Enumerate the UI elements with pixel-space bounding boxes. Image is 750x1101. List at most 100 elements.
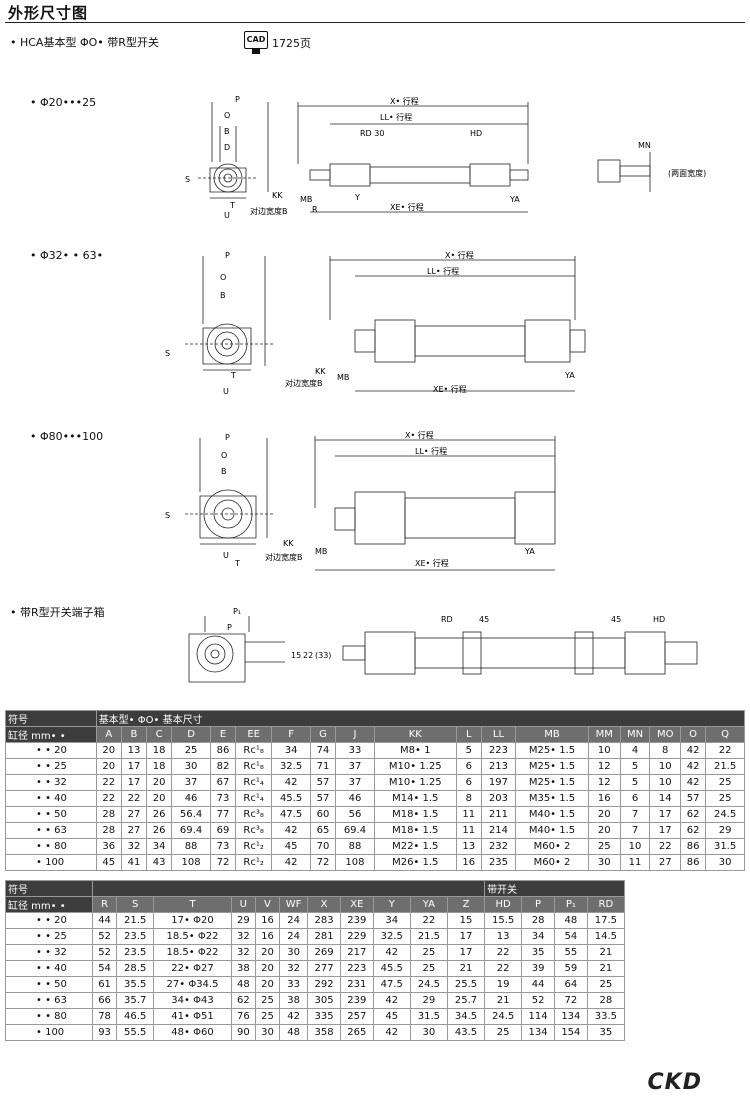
table2-col-header: XE (339, 896, 374, 913)
table-cell: 10 (619, 838, 651, 855)
bore-cell: • 100 (5, 854, 97, 871)
table-cell: 25 (587, 838, 621, 855)
dim-t-2: T (230, 371, 236, 380)
dim-rd-4: RD (441, 615, 453, 624)
dim-u: U (224, 211, 230, 220)
table-cell: M40• 1.5 (515, 822, 589, 839)
table-cell: 65 (309, 822, 337, 839)
bore-cell: • • 50 (5, 976, 93, 993)
table-cell: Rc¹₄ (235, 790, 273, 807)
table-cell: 22 (409, 912, 448, 929)
table-cell: 37 (335, 774, 375, 791)
table-cell: 239 (339, 992, 374, 1009)
dim-mb-2: MB (337, 373, 349, 382)
table1-col-header: L (455, 726, 482, 743)
table1-col-header: LL (480, 726, 517, 743)
table-cell: Rc³₈ (235, 806, 273, 823)
table1-col-header: MO (649, 726, 681, 743)
table-cell: Rc¹₈ (235, 758, 273, 775)
dim-mn: MN (638, 141, 651, 150)
cad-icon[interactable]: CAD (244, 31, 268, 54)
table-cell: 14.5 (586, 928, 626, 945)
table-cell: 16 (587, 790, 621, 807)
table-cell: 6 (455, 774, 482, 791)
table-cell: M8• 1 (373, 742, 457, 759)
table-cell: 4 (619, 742, 651, 759)
dim-x-3: X• 行程 (405, 430, 434, 440)
table-cell: 34 (521, 928, 555, 945)
table-cell: 72 (209, 854, 237, 871)
table-cell: 335 (307, 1008, 341, 1025)
table2-col-header: P₁ (553, 896, 588, 913)
table-cell: 11 (619, 854, 651, 871)
table-cell: 33 (335, 742, 375, 759)
table-cell: 32.5 (271, 758, 311, 775)
table-cell: 57 (679, 790, 707, 807)
table-cell: 203 (480, 790, 517, 807)
table-cell: M25• 1.5 (515, 758, 589, 775)
dim-kk: KK (272, 191, 283, 200)
table-cell: 25.5 (446, 976, 486, 993)
table-cell: 134 (521, 1024, 555, 1041)
table-cell: 47.5 (271, 806, 311, 823)
table-cell: 30 (254, 1024, 281, 1041)
table-cell: 292 (307, 976, 341, 993)
table-cell: M10• 1.25 (373, 774, 457, 791)
table-cell: 223 (339, 960, 374, 977)
table1-col-header: Q (705, 726, 745, 743)
table-cell: 235 (480, 854, 517, 871)
table-cell: 48 (553, 912, 588, 929)
dim-wrench-2: 对边宽度B (285, 378, 323, 388)
table-cell: 32 (279, 960, 309, 977)
table-cell: 17 (120, 774, 148, 791)
dim-u-2: U (223, 387, 229, 396)
table2-col-header: R (91, 896, 118, 913)
dim-mb-3: MB (315, 547, 327, 556)
table-cell: 31.5 (705, 838, 745, 855)
drawing-phi20-25: P O B D S T U KK 对边宽度B X• 行程 LL• 行程 RD 3… (185, 95, 706, 220)
table2-col-header: P (521, 896, 555, 913)
dim-ya-2: YA (564, 371, 575, 380)
dim-45a: 45 (479, 615, 489, 624)
table-cell: 13 (120, 742, 148, 759)
table2-col-header: Y (372, 896, 411, 913)
table-cell: 27• Φ34.5 (153, 976, 232, 993)
table-cell: 90 (230, 1024, 256, 1041)
table-cell: 305 (307, 992, 341, 1009)
table-cell: 27 (120, 822, 148, 839)
table-cell: 25 (171, 742, 211, 759)
table-cell: 38 (279, 992, 309, 1009)
table2-col-header: V (254, 896, 281, 913)
bore-cell: • • 32 (5, 944, 93, 961)
table-cell: 25 (484, 1024, 523, 1041)
table-cell: 18.5• Φ22 (153, 928, 232, 945)
table-cell: 55 (553, 944, 588, 961)
table-cell: 17 (649, 822, 681, 839)
table-cell: 69.4 (171, 822, 211, 839)
table-cell: 19 (484, 976, 523, 993)
table-cell: 42 (372, 1024, 411, 1041)
dim-u-3: U (223, 551, 229, 560)
table-cell: 23.5 (116, 944, 155, 961)
table-cell: 22• Φ27 (153, 960, 232, 977)
dim-ll: LL• 行程 (380, 112, 412, 122)
table-cell: M18• 1.5 (373, 822, 457, 839)
table-cell: 88 (335, 838, 375, 855)
dim-x: X• 行程 (390, 96, 419, 106)
table-cell: 28 (586, 992, 626, 1009)
table-cell: 28 (521, 912, 555, 929)
table-cell: 30 (705, 854, 745, 871)
table-cell: 25 (705, 774, 745, 791)
cad-page-link[interactable]: 1725页 (272, 37, 311, 50)
table-cell: 22 (120, 790, 148, 807)
table2-col-header: Z (446, 896, 486, 913)
table1-col-header: G (309, 726, 337, 743)
table-cell: 48 (279, 1024, 309, 1041)
table-cell: 26 (146, 806, 173, 823)
table-cell: 22 (95, 790, 122, 807)
